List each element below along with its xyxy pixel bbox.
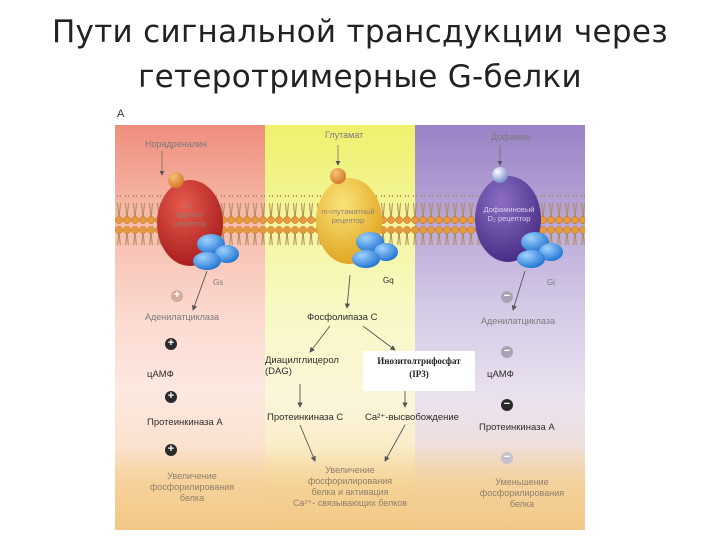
outcome-right: Уменьшение фосфорилирования белка <box>479 477 565 509</box>
glutamate-receptor-label: m-глутаматный рецептор <box>321 207 375 225</box>
plus-sign: + <box>171 290 183 302</box>
outcome-left: Увеличение фосфорилирования белка <box>149 471 235 503</box>
camp-left: цАМФ <box>147 369 174 380</box>
glutamate-label: Глутамат <box>325 130 364 140</box>
adenylate-cyclase-right: Аденилатциклаза <box>481 316 555 326</box>
glutamate-ligand <box>330 168 346 184</box>
plus-sign: + <box>165 338 177 350</box>
ip3-label: Инозитолтрифосфат (IP3) <box>363 351 475 391</box>
dopamine-label: Дофамин <box>491 132 531 142</box>
calcium-release: Ca²⁺-высвобождение <box>365 412 459 423</box>
d2-receptor-label: Дофаминовый D₂ рецептор <box>483 205 535 223</box>
slide-title-line-2: гетеротримерные G-белки <box>138 59 582 95</box>
beta-receptor-label: β - адрено- рецептор <box>173 201 207 228</box>
membrane-diagram <box>115 145 585 462</box>
slide-title-line-1: Пути сигнальной трансдукции через <box>51 14 669 50</box>
gq-protein <box>352 232 398 268</box>
minus-sign: − <box>501 399 513 411</box>
gs-protein <box>193 234 239 270</box>
noradrenaline-ligand <box>168 172 184 188</box>
minus-sign: − <box>501 291 513 303</box>
protein-kinase-a-left: Протеинкиназа А <box>147 417 223 428</box>
phospholipase-c: Фосфолипаза С <box>307 312 378 323</box>
outcome-middle: Увеличение фосфорилирования белка и акти… <box>292 465 408 508</box>
gq-label: Gq <box>383 276 394 285</box>
adenylate-cyclase-left: Аденилатциклаза <box>145 312 219 322</box>
gs-label: Gs <box>213 278 224 287</box>
slide-title: Пути сигнальной трансдукции через гетеро… <box>0 10 720 100</box>
panel-letter: A <box>117 108 125 120</box>
noradrenaline-label: Норадреналин <box>145 139 208 149</box>
plus-sign: + <box>165 444 177 456</box>
protein-kinase-c: Протеинкиназа С <box>267 412 344 423</box>
dopamine-ligand <box>492 167 508 183</box>
plus-sign: + <box>165 391 177 403</box>
minus-sign: − <box>501 346 513 358</box>
gi-label: Gi <box>547 278 555 287</box>
protein-kinase-a-right: Протеинкиназа А <box>479 422 555 433</box>
dag-label: Диацилглицерол (DAG) <box>265 355 339 377</box>
camp-right: цАМФ <box>487 369 514 380</box>
minus-sign: − <box>501 452 513 464</box>
signaling-figure: Норадреналин Глутамат Дофамин β - адрено… <box>115 125 585 530</box>
gi-protein <box>517 232 563 268</box>
